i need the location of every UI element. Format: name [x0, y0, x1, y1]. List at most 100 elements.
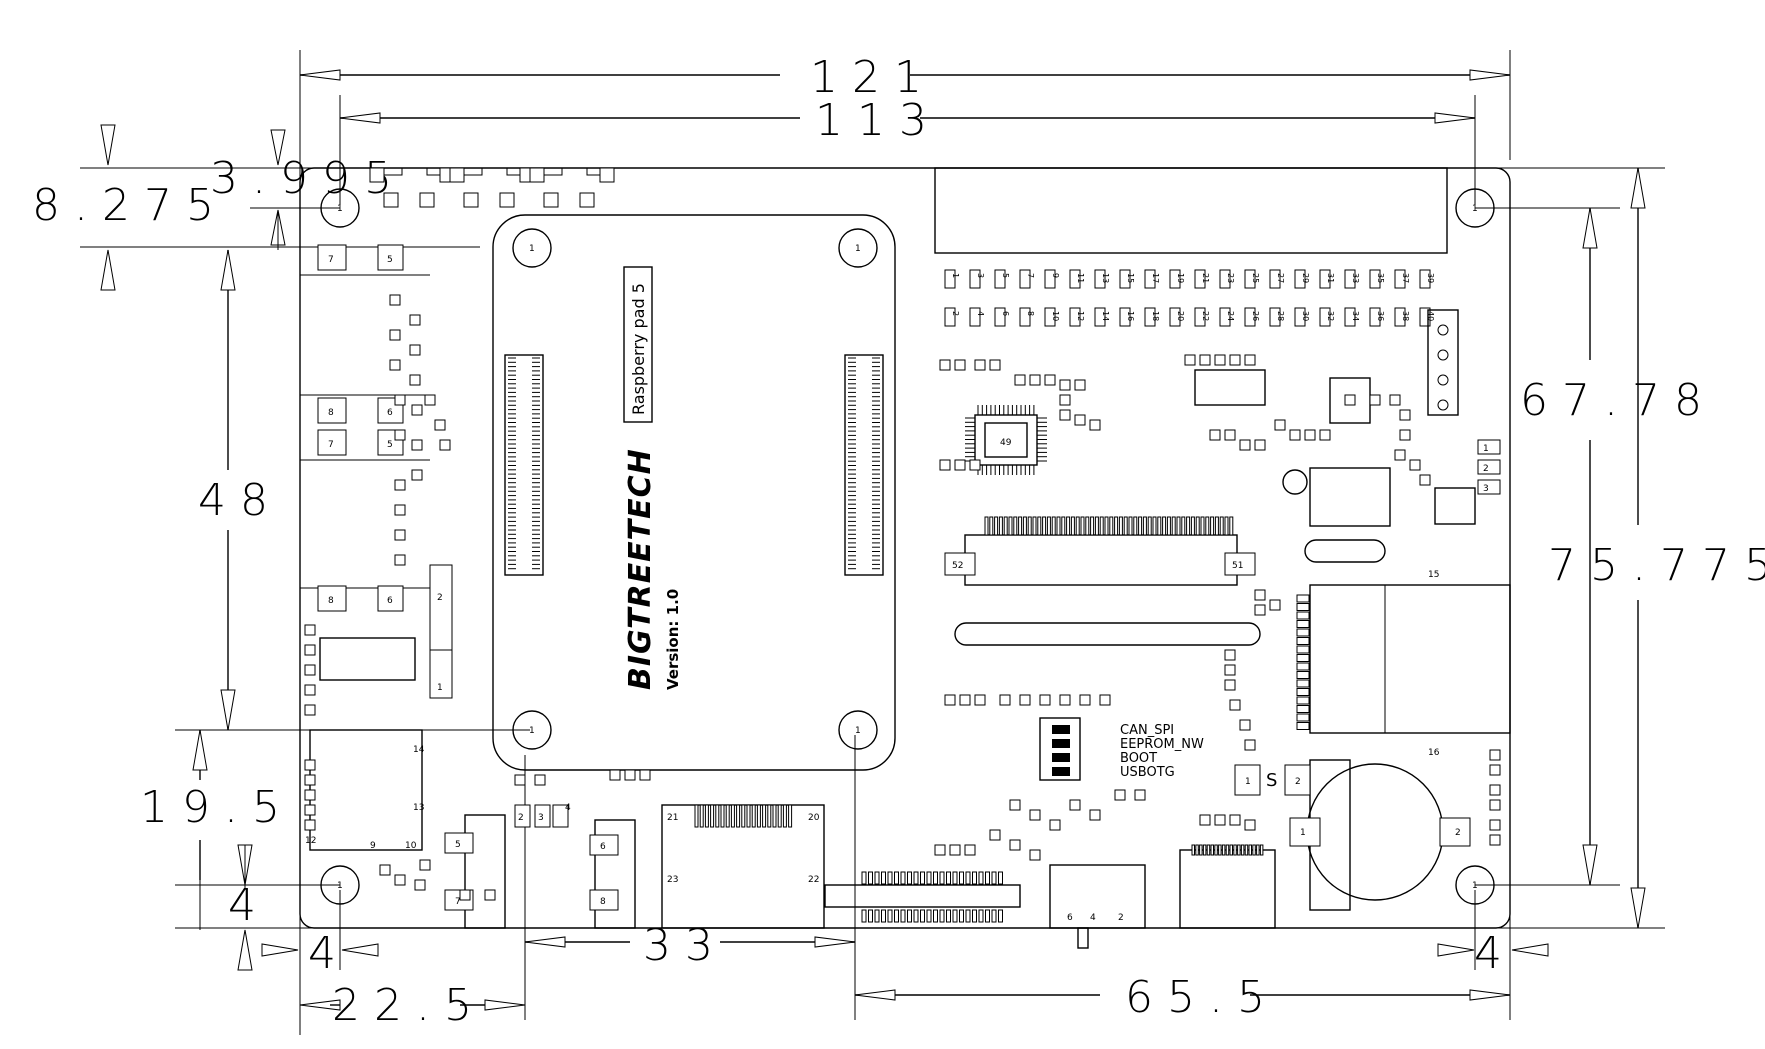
header-pin-label: 10 [1051, 311, 1060, 321]
smd-part [1419, 474, 1431, 486]
pin [959, 909, 964, 923]
pin [887, 909, 893, 923]
smd-part [1074, 379, 1086, 391]
gpio-header: 1234567891011121314151617181920212223242… [934, 167, 1448, 327]
smd-part [934, 844, 946, 856]
svg-text:2: 2 [1295, 777, 1301, 787]
pin [1259, 844, 1264, 856]
pin [984, 516, 989, 536]
pin [1214, 844, 1218, 856]
svg-text:2: 2 [1483, 464, 1489, 474]
compute-module: 1 1 1 1 BIGTREETECH Raspberry pad 5 Vers… [492, 214, 896, 771]
pin [1027, 516, 1032, 536]
svg-text:2: 2 [518, 813, 524, 823]
pin [907, 909, 912, 923]
pin [1296, 662, 1310, 671]
pin [1200, 516, 1205, 536]
smd-part [409, 314, 421, 326]
smd-part [1229, 354, 1241, 366]
header-pin-label: 9 [1051, 273, 1060, 278]
pin [1296, 722, 1310, 730]
pin [772, 804, 777, 828]
switch-label-boot: BOOT [1120, 751, 1157, 766]
pin [1296, 637, 1310, 645]
smd-part [1009, 799, 1021, 811]
pin [933, 909, 938, 923]
header-pin-odd [1269, 269, 1281, 289]
right-components: 49 52 51 CAN_SPI EEPROM_NW BOOT USBOTG [944, 309, 1511, 911]
pin [741, 804, 746, 828]
pin [1191, 844, 1195, 856]
header-pin-odd [1019, 269, 1031, 289]
smd-part [1274, 419, 1286, 431]
usb-outline [544, 167, 600, 176]
smd-part [1214, 814, 1226, 826]
header-pin-odd [994, 269, 1006, 289]
svg-text:22: 22 [808, 875, 819, 885]
header-pin-odd [1194, 269, 1206, 289]
switch-label-can-spi: CAN_SPI [1120, 723, 1174, 738]
svg-text:2: 2 [437, 593, 443, 603]
pin [989, 516, 994, 536]
dim-48: 48 [198, 475, 282, 526]
header-pin-label: 7 [1026, 273, 1035, 278]
header-pin-even [994, 307, 1006, 327]
smd-part [304, 704, 316, 716]
dim-121: 121 [810, 52, 936, 103]
svg-text:7: 7 [328, 255, 334, 265]
svg-text:20: 20 [808, 813, 820, 823]
pin [868, 871, 873, 885]
svg-text:21: 21 [667, 813, 678, 823]
pin [978, 909, 984, 923]
smd-part [1399, 429, 1411, 441]
header-pin-even [1144, 307, 1156, 327]
smd-part [1199, 354, 1211, 366]
header-pin-label: 27 [1276, 273, 1285, 283]
smd-part [409, 374, 421, 386]
pin [994, 516, 999, 536]
pin [1195, 516, 1200, 536]
pin [1244, 844, 1249, 856]
smd-part [304, 644, 316, 656]
header-pin-label: 31 [1326, 273, 1335, 283]
switch-label-eeprom-nw: EEPROM_NW [1120, 737, 1204, 752]
svg-text:16: 16 [1428, 748, 1440, 758]
smd-part [1489, 819, 1501, 831]
pin [730, 804, 735, 828]
smd-part [939, 459, 951, 471]
header-pin-odd [1144, 269, 1156, 289]
header-pin-label: 13 [1101, 273, 1110, 283]
header-pin-even [969, 307, 981, 327]
header-pin-even [1344, 307, 1356, 327]
svg-text:4: 4 [1090, 913, 1096, 923]
pin [1219, 516, 1224, 536]
pin [1296, 645, 1310, 654]
svg-text:1: 1 [855, 244, 861, 254]
header-pin-label: 20 [1176, 311, 1185, 321]
svg-text:5: 5 [387, 440, 393, 450]
dip-toggle [1052, 767, 1070, 776]
pin [1123, 516, 1128, 536]
pin [1229, 844, 1233, 856]
dim-22-5: 22.5 [332, 980, 486, 1031]
pin [1157, 516, 1162, 536]
pin [881, 871, 886, 885]
smd-part [1319, 429, 1331, 441]
svg-text:7: 7 [455, 897, 461, 907]
svg-text:52: 52 [952, 561, 963, 571]
dim-4-left: 4 [228, 880, 270, 931]
pin [998, 516, 1003, 536]
smd-part [304, 774, 316, 786]
smd-part [1489, 764, 1501, 776]
smd-part [1044, 374, 1056, 386]
pin [985, 909, 990, 923]
pin [725, 804, 730, 828]
pin [926, 871, 932, 885]
header-pin-label: 26 [1251, 311, 1260, 321]
smd-part [389, 359, 401, 371]
smd-part [304, 624, 316, 636]
usb-pad [499, 192, 515, 208]
svg-text:1: 1 [1245, 777, 1251, 787]
pin [1296, 620, 1310, 628]
pin [746, 804, 751, 828]
